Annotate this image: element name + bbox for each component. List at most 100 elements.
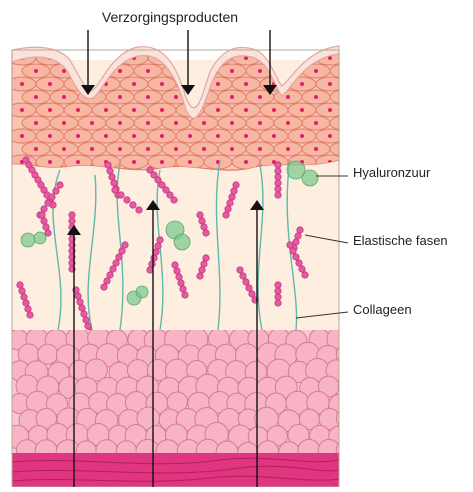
cell-nucleus	[104, 56, 108, 60]
cell-nucleus	[48, 134, 52, 138]
cell-nucleus	[258, 69, 262, 73]
elastin-bead	[109, 174, 115, 180]
elastin-bead	[149, 261, 155, 267]
cell-nucleus	[216, 134, 220, 138]
muscle-layer	[12, 453, 339, 487]
cell-nucleus	[34, 147, 38, 151]
cell-nucleus	[342, 95, 346, 99]
elastin-bead	[112, 187, 118, 193]
epidermis-cell	[330, 64, 358, 78]
elastin-bead	[85, 323, 91, 329]
elastin-bead	[130, 202, 136, 208]
elastin-bead	[155, 243, 161, 249]
elastin-bead	[180, 286, 186, 292]
cell-nucleus	[146, 147, 150, 151]
label-elastic-fibers: Elastische fasen	[353, 233, 448, 248]
cell-nucleus	[76, 134, 80, 138]
elastin-bead	[246, 285, 252, 291]
label-collagen: Collageen	[353, 302, 412, 317]
elastin-bead	[101, 284, 107, 290]
elastin-bead	[227, 200, 233, 206]
cell-nucleus	[90, 147, 94, 151]
cell-nucleus	[342, 69, 346, 73]
elastin-bead	[23, 300, 29, 306]
elastin-bead	[172, 262, 178, 268]
cell-nucleus	[230, 69, 234, 73]
cell-nucleus	[272, 108, 276, 112]
elastin-bead	[203, 230, 209, 236]
cell-nucleus	[300, 134, 304, 138]
elastin-bead	[275, 282, 281, 288]
elastin-bead	[39, 212, 45, 218]
label-care-products: Verzorgingsproducten	[0, 9, 340, 25]
elastin-bead	[57, 182, 63, 188]
elastin-bead	[69, 212, 75, 218]
cell-nucleus	[48, 108, 52, 112]
elastin-bead	[299, 266, 305, 272]
elastin-bead	[45, 200, 51, 206]
cell-nucleus	[244, 134, 248, 138]
cell-nucleus	[328, 134, 332, 138]
elastin-bead	[171, 197, 177, 203]
cell-nucleus	[328, 108, 332, 112]
cell-nucleus	[230, 121, 234, 125]
cell-nucleus	[76, 160, 80, 164]
cell-nucleus	[314, 121, 318, 125]
elastin-bead	[153, 249, 159, 255]
cell-nucleus	[118, 147, 122, 151]
elastin-bead	[287, 242, 293, 248]
cell-nucleus	[216, 108, 220, 112]
elastin-bead	[178, 280, 184, 286]
hyaluronic-sphere	[302, 170, 318, 186]
cell-nucleus	[300, 56, 304, 60]
cell-nucleus	[300, 82, 304, 86]
elastin-bead	[136, 207, 142, 213]
cell-nucleus	[314, 95, 318, 99]
elastin-bead	[69, 218, 75, 224]
elastin-bead	[75, 293, 81, 299]
elastin-bead	[49, 194, 55, 200]
elastin-bead	[182, 292, 188, 298]
epidermis-cell	[330, 116, 358, 130]
elastin-bead	[105, 162, 111, 168]
elastin-bead	[27, 312, 33, 318]
elastin-bead	[295, 233, 301, 239]
elastin-bead	[275, 186, 281, 192]
elastin-bead	[124, 197, 130, 203]
cell-nucleus	[20, 134, 24, 138]
elastin-bead	[81, 311, 87, 317]
cell-nucleus	[202, 147, 206, 151]
cell-nucleus	[328, 82, 332, 86]
elastin-bead	[293, 239, 299, 245]
cell-nucleus	[62, 121, 66, 125]
cell-nucleus	[118, 69, 122, 73]
elastin-bead	[111, 180, 117, 186]
elastin-bead	[197, 273, 203, 279]
elastin-bead	[275, 300, 281, 306]
elastin-bead	[151, 255, 157, 261]
cell-nucleus	[160, 134, 164, 138]
elastin-bead	[201, 261, 207, 267]
cell-nucleus	[258, 121, 262, 125]
elastin-bead	[199, 218, 205, 224]
epidermis-cell	[330, 142, 358, 156]
cell-nucleus	[300, 108, 304, 112]
cell-nucleus	[34, 69, 38, 73]
cell-nucleus	[76, 56, 80, 60]
elastin-bead	[296, 260, 302, 266]
elastin-bead	[249, 291, 255, 297]
label-hyaluronic-acid: Hyaluronzuur	[353, 165, 430, 180]
fat-cell	[336, 439, 358, 461]
elastin-bead	[174, 268, 180, 274]
elastin-bead	[197, 212, 203, 218]
cell-nucleus	[34, 121, 38, 125]
elastin-bead	[116, 254, 122, 260]
cell-nucleus	[146, 95, 150, 99]
elastin-bead	[83, 317, 89, 323]
hyaluronic-sphere	[174, 234, 190, 250]
cell-nucleus	[20, 108, 24, 112]
elastin-bead	[297, 227, 303, 233]
elastin-bead	[21, 294, 27, 300]
elastin-bead	[275, 192, 281, 198]
